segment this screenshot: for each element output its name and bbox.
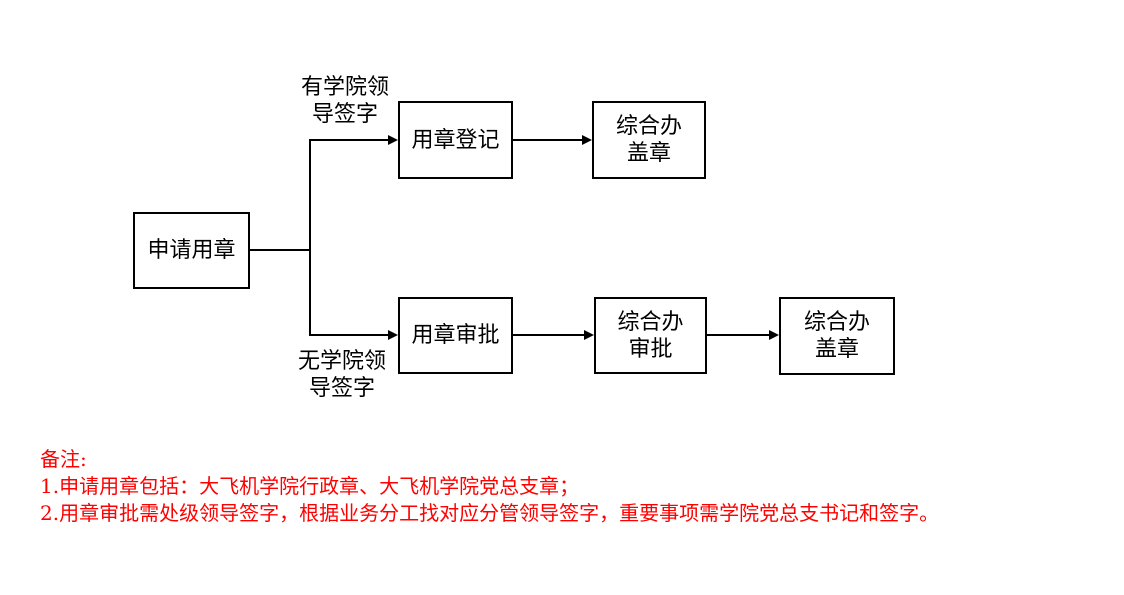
node-office-approve-line2: 审批 [628,336,673,362]
branch-label-with-signature: 有学院领 导签字 [279,74,411,128]
branch-label-with-signature-line1: 有学院领 [300,75,389,100]
arrowhead-stamp-bottom-icon [769,330,779,340]
node-seal-approve-label: 用章审批 [411,323,500,348]
arrowhead-register-icon [388,135,398,145]
branch-label-without-signature: 无学院领 导签字 [276,348,408,402]
connector-apply-to-branch [250,249,311,251]
node-seal-register-label: 用章登记 [411,127,500,153]
branch-label-without-signature-line1: 无学院领 [297,349,386,374]
node-office-stamp-top-line1: 综合办 [615,114,682,139]
arrowhead-approve-icon [388,330,398,340]
connector-register-to-stamp [513,139,584,141]
node-office-approve-line1: 综合办 [617,309,684,335]
arrowhead-stamp-top-icon [582,135,592,145]
node-seal-register: 用章登记 [398,101,513,179]
node-apply-seal-label: 申请用章 [147,238,236,263]
connector-branch-to-register [309,139,390,141]
branch-label-without-signature-line2: 导签字 [308,376,375,401]
notes-heading: 备注: [40,447,87,471]
connector-branch-vertical [309,139,311,336]
connector-office-approve-to-stamp [707,334,771,336]
arrowhead-office-approve-icon [584,330,594,340]
node-apply-seal: 申请用章 [133,212,250,289]
notes-item-1: 1.申请用章包括：大飞机学院行政章、大飞机学院党总支章； [40,474,580,498]
connector-approve-to-office-approve [513,334,586,336]
node-office-approve: 综合办 审批 [594,297,707,374]
node-office-stamp-top-line2: 盖章 [626,141,671,166]
node-seal-approve: 用章审批 [398,297,513,374]
notes-block: 备注: 1.申请用章包括：大飞机学院行政章、大飞机学院党总支章； 2.用章审批需… [40,446,939,527]
notes-item-2: 2.用章审批需处级领导签字，根据业务分工找对应分管领导签字，重要事项需学院党总支… [40,501,940,525]
node-office-stamp-top: 综合办 盖章 [592,101,706,179]
node-office-stamp-bottom-line2: 盖章 [814,337,859,362]
node-office-stamp-bottom-line1: 综合办 [803,310,870,335]
node-office-stamp-bottom: 综合办 盖章 [779,297,895,375]
branch-label-with-signature-line2: 导签字 [311,102,378,127]
connector-branch-to-approve [309,334,390,336]
